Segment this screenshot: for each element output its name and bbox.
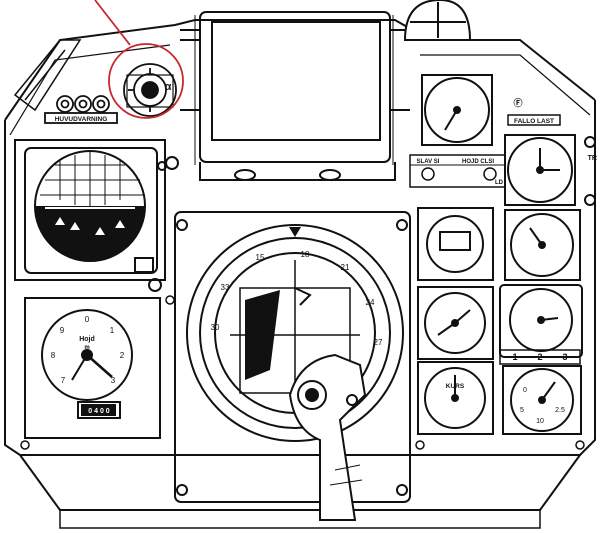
alt-num-9: 9 (60, 326, 65, 335)
alt-num-2: 2 (120, 351, 125, 360)
clock-gauge (504, 134, 596, 206)
alt-num-7: 7 (61, 376, 66, 385)
hsi-tick-33: 33 (221, 283, 230, 292)
hojd-clsi-label: HOJD CLSI (462, 159, 494, 165)
control-stick (288, 353, 367, 521)
altimeter-hojd-label: Hojd (79, 336, 95, 343)
horizontal-situation-indicator (174, 211, 411, 503)
fallo-marker: Ⓕ (513, 97, 522, 108)
hsi-tick-30: 30 (211, 323, 220, 332)
hsi-tick-15: 15 (256, 253, 265, 262)
accelerometer-gauge (421, 74, 493, 146)
fuel-num-10: 10 (536, 418, 544, 425)
panel-frame (4, 19, 596, 529)
center-top-box (180, 11, 410, 181)
fallo-last-label: FALLO LAST (514, 118, 554, 125)
load-selector-3: 3 (562, 352, 567, 362)
hsi-tick-27: 27 (374, 338, 383, 347)
altimeter-scale: 0 1 2 3 7 8 9 Hojd m 0 4 0 0 (51, 315, 125, 415)
alpha-gauge (123, 63, 177, 117)
hsi-compass-ticks: 15 18 21 24 27 30 33 (211, 250, 383, 347)
master-warning-label: HUVUDVARNING (55, 116, 108, 123)
alpha-symbol: α (165, 81, 172, 93)
fuel-num-2-5: 2.5 (555, 407, 565, 414)
airspeed-gauge (504, 209, 581, 281)
alt-num-3: 3 (111, 376, 116, 385)
slav-si-label: SLAV SI (417, 159, 440, 165)
red-annotation (94, 0, 184, 119)
load-selector-1: 1 (512, 352, 517, 362)
master-warning-lights (44, 95, 118, 124)
vertical-speed-gauge (499, 284, 583, 358)
mach-gauge (417, 286, 494, 360)
load-selector-labels: 1 2 3 (512, 352, 567, 362)
alt-num-1: 1 (110, 326, 115, 335)
fallo-last-frame (507, 114, 561, 126)
upper-left-vent (13, 39, 82, 112)
ld-label: LD (495, 180, 504, 186)
panel-screws (20, 295, 585, 450)
hsi-tick-24: 24 (366, 298, 375, 307)
attitude-indicator (14, 139, 179, 292)
altimeter-unit: m (84, 345, 89, 351)
fuel-gauge (502, 365, 582, 435)
alt-num-0: 0 (85, 315, 90, 324)
kurs-label: KURS (446, 383, 465, 390)
standby-compass (403, 0, 472, 41)
load-selector-2: 2 (537, 352, 542, 362)
tr-fragment-label: TR (588, 155, 597, 162)
heading-gauge (417, 361, 494, 435)
fuel-scale: 0 5 10 2.5 (520, 387, 565, 425)
altimeter (24, 297, 161, 439)
altimeter-counter: 0 4 0 0 (88, 408, 110, 415)
fuel-num-5: 5 (520, 407, 524, 414)
small-attitude-gauge (417, 207, 494, 281)
fuel-num-0: 0 (523, 387, 527, 394)
hsi-tick-18: 18 (301, 250, 310, 259)
load-selector (499, 349, 581, 365)
hsi-tick-21: 21 (341, 263, 350, 272)
alt-num-8: 8 (51, 351, 56, 360)
